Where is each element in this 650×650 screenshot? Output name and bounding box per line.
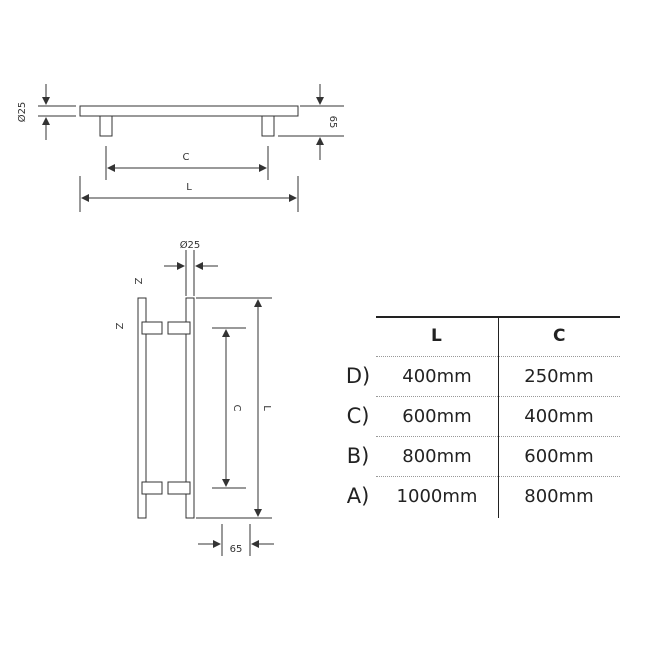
side-view <box>137 250 274 556</box>
row-label: B) <box>346 444 370 468</box>
table-row: B) 800mm 600mm <box>347 436 620 476</box>
side-connector-bottom-left <box>141 481 163 495</box>
side-diameter-label: Ø25 <box>180 239 201 251</box>
side-connector-top-left <box>141 321 163 335</box>
cell-l: 800mm <box>402 446 472 467</box>
side-connector-top-right <box>167 321 191 335</box>
side-c-label: C <box>231 405 242 412</box>
size-table: L C D) 400mm 250mm C) 600mm 400mm B) 800… <box>346 316 620 518</box>
top-l-label: L <box>186 182 192 193</box>
table-header-c: C <box>553 326 566 346</box>
side-z-label-2: Z <box>113 323 124 330</box>
table-row: C) 600mm 400mm <box>347 396 620 436</box>
cell-l: 400mm <box>402 366 472 387</box>
top-post-left <box>99 115 113 137</box>
table-header-l: L <box>431 326 442 346</box>
side-bar-right <box>185 297 195 519</box>
row-label: A) <box>346 484 370 508</box>
cell-c: 400mm <box>524 406 594 427</box>
cell-c: 800mm <box>524 486 594 507</box>
side-connector-bottom-right <box>167 481 191 495</box>
row-label: C) <box>346 404 370 428</box>
table-row: D) 400mm 250mm <box>346 356 620 396</box>
top-height-label: 65 <box>327 116 338 129</box>
top-bar <box>79 105 299 117</box>
side-l-label: L <box>261 405 272 411</box>
cell-l: 1000mm <box>396 486 478 507</box>
row-label: D) <box>345 364 371 388</box>
top-post-right <box>261 115 275 137</box>
cell-l: 600mm <box>402 406 472 427</box>
top-diameter-label: Ø25 <box>16 102 28 123</box>
side-z-label-1: Z <box>132 278 143 285</box>
top-view <box>38 84 344 212</box>
table-column-divider <box>498 316 499 518</box>
cell-c: 250mm <box>524 366 594 387</box>
top-c-label: C <box>183 152 190 163</box>
table-row: A) 1000mm 800mm <box>347 476 620 516</box>
side-bar-left <box>137 297 147 519</box>
side-depth-label: 65 <box>230 544 243 555</box>
cell-c: 600mm <box>524 446 594 467</box>
